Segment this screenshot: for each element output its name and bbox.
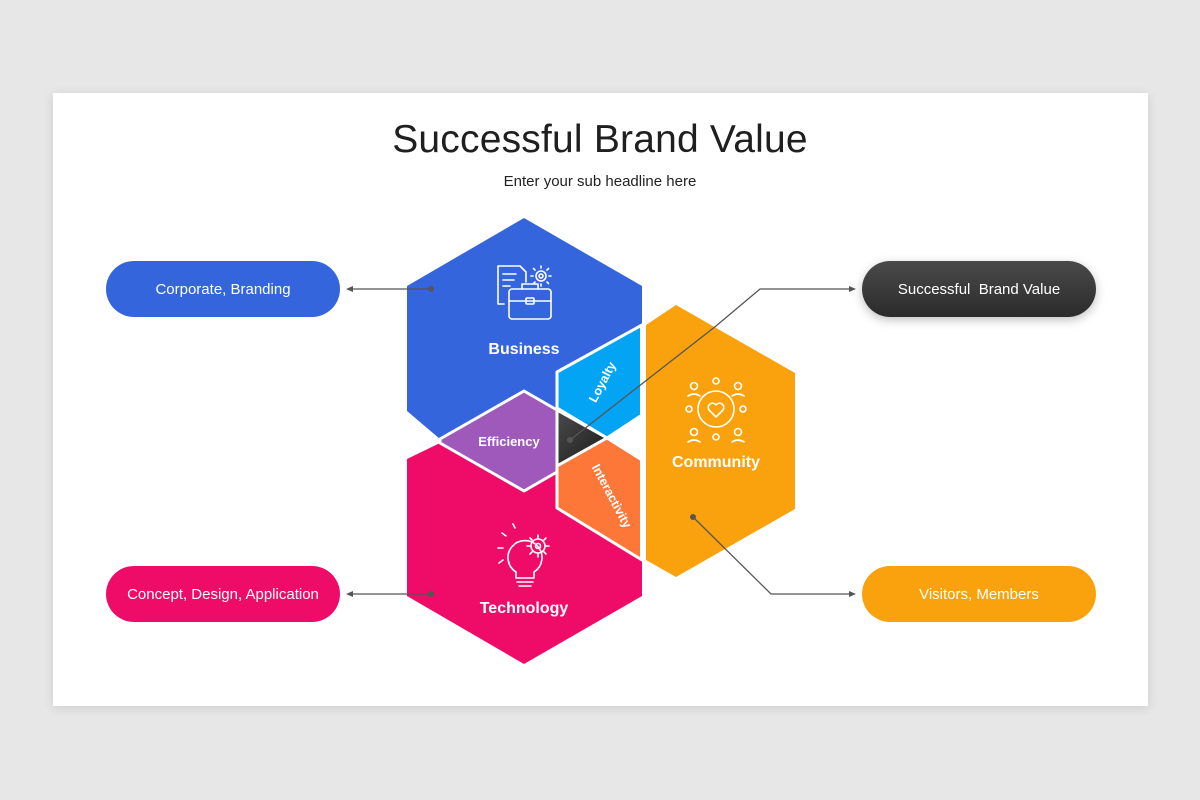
callout-label: Concept, Design, Application [127,585,319,603]
hex-label-business: Business [488,341,559,358]
hex-label-community: Community [672,454,760,471]
briefcase-document-gear-icon [497,265,552,320]
connector-bottom-right [692,516,852,595]
arrowhead-left [346,591,353,597]
arrowhead-left [346,286,353,292]
hex-label-technology: Technology [480,600,569,617]
callout-concept-design-application: Concept, Design, Application [106,566,340,622]
slide-subtitle: Enter your sub headline here [503,173,697,190]
callout-corporate-branding: Corporate, Branding [106,261,340,317]
callout-label: Successful Brand Value [897,280,1061,298]
connector-dot [428,286,434,292]
connector-dot [690,514,696,520]
arrowhead-right [849,591,856,597]
overlap-interactivity [555,436,644,562]
callout-label: Visitors, Members [919,585,1039,603]
slide-title: Successful Brand Value [392,118,808,161]
hex-community [646,305,795,577]
connector-markers [346,286,856,597]
connector-dot [567,437,573,443]
lightbulb-gear-icon [497,523,550,587]
arrowhead-right [849,286,856,292]
callout-successful-brand-value: Successful Brand Value [862,261,1096,317]
connector-dot [428,591,434,597]
connectors [350,288,852,595]
people-circle-heart-icon [685,377,747,443]
hex-technology [407,443,642,664]
callout-visitors-members: Visitors, Members [862,566,1096,622]
callout-label: Corporate, Branding [155,280,291,298]
connector-top-right [569,288,852,441]
overlap-label-efficiency: Efficiency [478,434,540,449]
